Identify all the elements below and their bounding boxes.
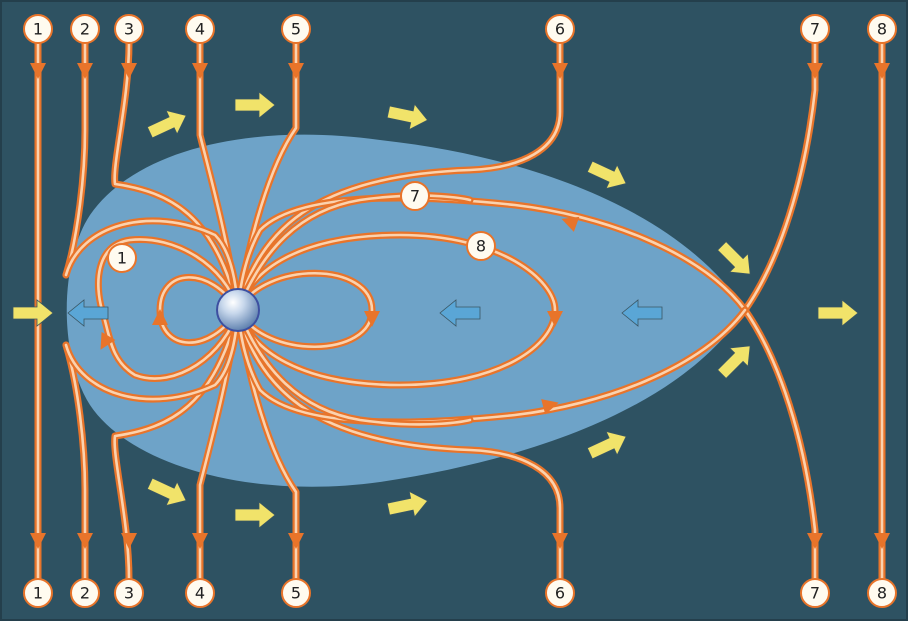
label-bottom-8: 8 bbox=[867, 578, 897, 608]
label-bottom-3: 3 bbox=[114, 578, 144, 608]
label-inner-1: 1 bbox=[107, 243, 137, 273]
field-direction-arrowhead bbox=[192, 533, 208, 549]
plasma-flow-arrows bbox=[67, 299, 663, 327]
svg-text:8: 8 bbox=[476, 237, 486, 256]
field-direction-arrowhead bbox=[121, 63, 137, 79]
label-bottom-2: 2 bbox=[70, 578, 100, 608]
svg-text:1: 1 bbox=[33, 584, 43, 603]
yellow-right-arrow-icon bbox=[386, 103, 429, 131]
field-line-6-bottom bbox=[234, 306, 564, 583]
label-top-8: 8 bbox=[867, 14, 897, 44]
field-direction-arrowhead bbox=[121, 533, 137, 549]
field-line-3-top bbox=[111, 39, 242, 314]
field-direction-arrowhead bbox=[77, 63, 93, 79]
svg-text:5: 5 bbox=[291, 584, 301, 603]
svg-text:4: 4 bbox=[195, 20, 205, 39]
yellow-right-arrow-icon bbox=[586, 430, 627, 460]
field-line-labels: 1 2 3 4 5 6 7 8 1 2 3 4 5 6 7 8 1 7 8 bbox=[23, 14, 897, 608]
label-top-7: 7 bbox=[800, 14, 830, 44]
field-line-inner-upper-a bbox=[234, 192, 474, 314]
blue-left-arrow-icon bbox=[621, 299, 663, 327]
field-direction-arrowhead bbox=[807, 533, 823, 549]
label-bottom-6: 6 bbox=[545, 578, 575, 608]
yellow-right-arrow-icon bbox=[386, 490, 429, 518]
svg-text:3: 3 bbox=[124, 20, 134, 39]
label-bottom-4: 4 bbox=[185, 578, 215, 608]
field-lines bbox=[34, 39, 886, 583]
field-line-7-top-branch bbox=[741, 39, 819, 314]
field-direction-arrowhead bbox=[288, 63, 304, 79]
svg-text:2: 2 bbox=[80, 584, 90, 603]
svg-text:1: 1 bbox=[117, 249, 127, 268]
svg-text:2: 2 bbox=[80, 20, 90, 39]
field-direction-arrowhead bbox=[552, 533, 568, 549]
field-direction-arrowhead bbox=[30, 63, 46, 79]
solar-wind-arrows bbox=[12, 91, 859, 529]
label-top-4: 4 bbox=[185, 14, 215, 44]
label-bottom-7: 7 bbox=[800, 578, 830, 608]
field-direction-arrowhead bbox=[541, 399, 559, 415]
field-line-inner-lower-a bbox=[234, 306, 474, 428]
field-direction-arrowhead bbox=[807, 63, 823, 79]
yellow-right-arrow-icon bbox=[146, 109, 187, 139]
yellow-right-arrow-icon bbox=[817, 299, 859, 327]
label-inner-7: 7 bbox=[400, 181, 430, 211]
svg-text:7: 7 bbox=[410, 187, 420, 206]
svg-text:7: 7 bbox=[810, 20, 820, 39]
field-line-7-bottom-branch bbox=[741, 306, 819, 583]
svg-text:8: 8 bbox=[877, 584, 887, 603]
field-line-2-loop-top bbox=[62, 217, 242, 314]
svg-text:1: 1 bbox=[33, 20, 43, 39]
label-top-2: 2 bbox=[70, 14, 100, 44]
field-line-2-loop-bottom bbox=[62, 306, 242, 403]
label-bottom-1: 1 bbox=[23, 578, 53, 608]
field-line-6-top bbox=[234, 39, 564, 314]
field-direction-arrowhead bbox=[77, 533, 93, 549]
field-direction-arrowhead bbox=[547, 311, 563, 327]
svg-text:6: 6 bbox=[555, 584, 565, 603]
field-direction-arrowhead bbox=[364, 311, 380, 327]
field-direction-arrowhead bbox=[152, 309, 168, 325]
yellow-right-arrow-icon bbox=[234, 91, 276, 119]
field-direction-arrowhead bbox=[192, 63, 208, 79]
field-direction-arrowhead bbox=[552, 63, 568, 79]
field-direction-arrows bbox=[30, 63, 890, 549]
svg-text:8: 8 bbox=[877, 20, 887, 39]
field-line-3-bottom bbox=[111, 306, 242, 583]
field-direction-arrowhead bbox=[30, 533, 46, 549]
svg-text:6: 6 bbox=[555, 20, 565, 39]
field-direction-arrowhead bbox=[561, 216, 580, 232]
blue-left-arrow-icon bbox=[439, 299, 481, 327]
svg-text:3: 3 bbox=[124, 584, 134, 603]
label-top-5: 5 bbox=[281, 14, 311, 44]
label-top-1: 1 bbox=[23, 14, 53, 44]
svg-text:4: 4 bbox=[195, 584, 205, 603]
label-top-3: 3 bbox=[114, 14, 144, 44]
planet-icon bbox=[216, 288, 260, 332]
field-direction-arrowhead bbox=[874, 63, 890, 79]
yellow-right-arrow-icon bbox=[717, 241, 751, 275]
label-bottom-5: 5 bbox=[281, 578, 311, 608]
label-inner-8: 8 bbox=[466, 231, 496, 261]
field-direction-arrowhead bbox=[874, 533, 890, 549]
svg-text:7: 7 bbox=[810, 584, 820, 603]
yellow-right-arrow-icon bbox=[146, 477, 187, 507]
label-top-6: 6 bbox=[545, 14, 575, 44]
field-direction-arrowhead bbox=[100, 331, 116, 350]
yellow-right-arrow-icon bbox=[12, 299, 54, 327]
yellow-right-arrow-icon bbox=[586, 160, 627, 190]
blue-left-arrow-icon bbox=[67, 299, 109, 327]
yellow-right-arrow-icon bbox=[234, 501, 276, 529]
field-direction-arrowhead bbox=[288, 533, 304, 549]
field-line-8-loop bbox=[234, 231, 559, 389]
svg-text:5: 5 bbox=[291, 20, 301, 39]
yellow-right-arrow-icon bbox=[717, 345, 751, 379]
